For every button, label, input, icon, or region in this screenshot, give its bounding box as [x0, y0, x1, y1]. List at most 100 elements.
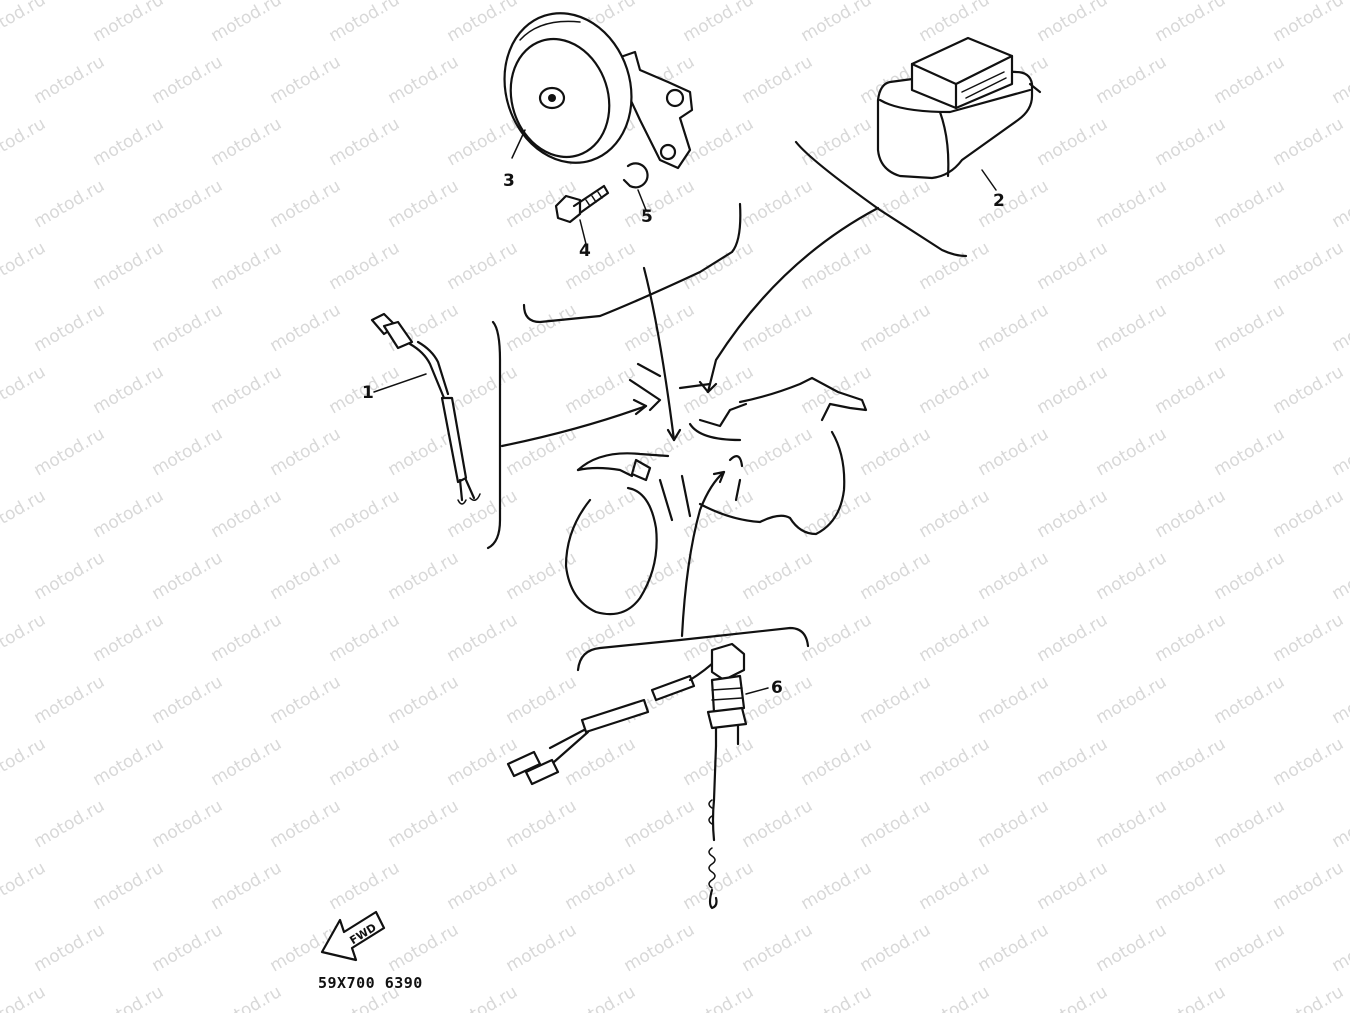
watermark-text: motod.ru [267, 176, 345, 232]
watermark-text: motod.ru [1211, 920, 1289, 976]
callout-5: 5 [641, 207, 653, 227]
watermark-text: motod.ru [1152, 734, 1230, 790]
watermark-text: motod.ru [149, 920, 227, 976]
watermark-text: motod.ru [975, 672, 1053, 728]
watermark-text: motod.ru [857, 672, 935, 728]
watermark-text: motod.ru [562, 486, 640, 542]
watermark-text: motod.ru [1270, 486, 1348, 542]
watermark-text: motod.ru [1152, 610, 1230, 666]
watermark-text: motod.ru [1093, 796, 1171, 852]
watermark-text: motod.ru [0, 982, 49, 1013]
watermark-text: motod.ru [267, 52, 345, 108]
watermark-text: motod.ru [326, 734, 404, 790]
watermark-text: motod.ru [739, 796, 817, 852]
watermark-text: motod.ru [739, 548, 817, 604]
watermark-text: motod.ru [90, 982, 168, 1013]
watermark-text: motod.ru [1034, 982, 1112, 1013]
watermark-text: motod.ru [385, 548, 463, 604]
watermark-text: motod.ru [1211, 424, 1289, 480]
watermark-text: motod.ru [1329, 424, 1350, 480]
watermark-text: motod.ru [621, 300, 699, 356]
watermark-text: motod.ru [444, 982, 522, 1013]
watermark-text: motod.ru [1152, 486, 1230, 542]
callout-1: 1 [362, 383, 374, 403]
group-brackets [486, 140, 968, 672]
watermark-text: motod.ru [680, 982, 758, 1013]
watermark-text: motod.ru [916, 238, 994, 294]
watermark-text: motod.ru [1211, 796, 1289, 852]
watermark-text: motod.ru [0, 610, 49, 666]
watermark-text: motod.ru [90, 114, 168, 170]
watermark-text: motod.ru [1093, 548, 1171, 604]
watermark-text: motod.ru [326, 114, 404, 170]
watermark-text: motod.ru [975, 424, 1053, 480]
watermark-text: motod.ru [680, 362, 758, 418]
watermark-text: motod.ru [326, 486, 404, 542]
watermark-text: motod.ru [208, 238, 286, 294]
lock-washer [622, 162, 649, 211]
watermark-text: motod.ru [916, 982, 994, 1013]
watermark-text: motod.ru [916, 610, 994, 666]
watermark-text: motod.ru [1152, 982, 1230, 1013]
watermark-text: motod.ru [1034, 362, 1112, 418]
watermark-text: motod.ru [562, 858, 640, 914]
watermark-text: motod.ru [739, 300, 817, 356]
watermark-text: motod.ru [975, 176, 1053, 232]
watermark-text: motod.ru [326, 610, 404, 666]
watermark-text: motod.ru [444, 238, 522, 294]
watermark-text: motod.ru [1211, 672, 1289, 728]
watermark-text: motod.ru [0, 734, 49, 790]
callout-2: 2 [993, 191, 1005, 211]
watermark-text: motod.ru [1093, 424, 1171, 480]
watermark-text: motod.ru [326, 238, 404, 294]
watermark-text: motod.ru [208, 610, 286, 666]
watermark-text: motod.ru [1211, 52, 1289, 108]
watermark-text: motod.ru [739, 424, 817, 480]
watermark-text: motod.ru [1093, 920, 1171, 976]
watermark-text: motod.ru [1152, 0, 1230, 46]
watermark-text: motod.ru [857, 548, 935, 604]
watermark-text: motod.ru [208, 858, 286, 914]
watermark-text: motod.ru [1034, 114, 1112, 170]
watermark-text: motod.ru [1034, 238, 1112, 294]
watermark-text: motod.ru [31, 920, 109, 976]
watermark-text: motod.ru [916, 858, 994, 914]
watermark-text: motod.ru [149, 424, 227, 480]
watermark-text: motod.ru [916, 362, 994, 418]
watermark-text: motod.ru [267, 300, 345, 356]
watermark-text: motod.ru [857, 920, 935, 976]
watermark-text: motod.ru [0, 0, 49, 46]
watermark-text: motod.ru [208, 486, 286, 542]
watermark-text: motod.ru [680, 858, 758, 914]
watermark-text: motod.ru [385, 672, 463, 728]
watermark-text: motod.ru [1329, 672, 1350, 728]
watermark-text: motod.ru [975, 300, 1053, 356]
watermark-text: motod.ru [31, 176, 109, 232]
watermark-text: motod.ru [90, 362, 168, 418]
watermark-text: motod.ru [562, 734, 640, 790]
watermark-text: motod.ru [1093, 672, 1171, 728]
watermark-text: motod.ru [149, 548, 227, 604]
watermark-text: motod.ru [1211, 300, 1289, 356]
watermark-text: motod.ru [1270, 238, 1348, 294]
callout-6: 6 [771, 678, 783, 698]
watermark-text: motod.ru [1093, 52, 1171, 108]
watermark-text: motod.ru [267, 672, 345, 728]
watermark-text: motod.ru [916, 486, 994, 542]
watermark-text: motod.ru [385, 920, 463, 976]
watermark-text: motod.ru [1270, 610, 1348, 666]
watermark-text: motod.ru [975, 796, 1053, 852]
watermark-text: motod.ru [621, 920, 699, 976]
watermark-text: motod.ru [1329, 548, 1350, 604]
watermark-text: motod.ru [975, 920, 1053, 976]
watermark-text: motod.ru [149, 176, 227, 232]
watermark-text: motod.ru [385, 52, 463, 108]
watermark-text: motod.ru [208, 982, 286, 1013]
watermark-text: motod.ru [208, 362, 286, 418]
watermark-text: motod.ru [621, 796, 699, 852]
watermark-text: motod.ru [916, 734, 994, 790]
watermark-text: motod.ru [680, 114, 758, 170]
watermark-text: motod.ru [798, 0, 876, 46]
watermark-text: motod.ru [385, 176, 463, 232]
